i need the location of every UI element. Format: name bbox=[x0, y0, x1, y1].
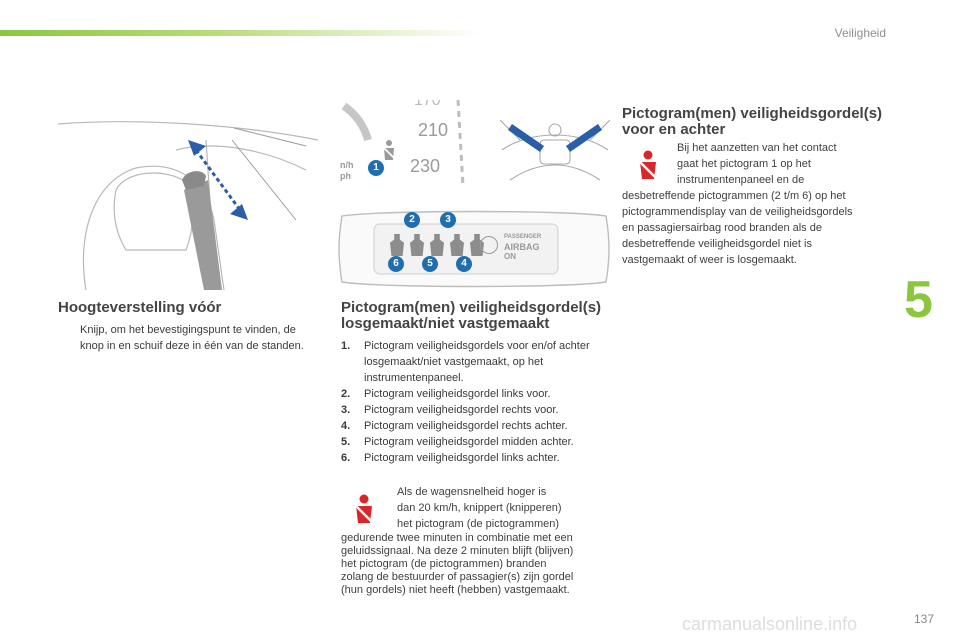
list-text: Pictogram veiligheidsgordels voor en/of … bbox=[364, 340, 590, 384]
callout-badge: 6 bbox=[388, 256, 404, 272]
list-number: 2. bbox=[341, 388, 351, 400]
text-line: en passagiersairbag rood branden als de bbox=[622, 222, 822, 234]
list-item: 1. Pictogram veiligheidsgordels voor en/o… bbox=[341, 338, 611, 386]
bullet-text: Knijp, om het bevestigingspunt te vinden… bbox=[80, 324, 304, 352]
seatbelt-indicator-panel: PASSENGER AIRBAG ON 2 3 6 5 4 bbox=[338, 210, 610, 288]
heading-line: losgemaakt/niet vastgemaakt bbox=[341, 315, 550, 332]
airbag-label-passenger: PASSENGER bbox=[504, 234, 542, 240]
callout-badge: 2 bbox=[404, 212, 420, 228]
speed-label-210: 210 bbox=[418, 120, 449, 140]
list-text: Pictogram veiligheidsgordel midden achte… bbox=[364, 436, 574, 448]
seatbelt-icon bbox=[430, 234, 444, 256]
text-line: gaat het pictogram 1 op het bbox=[677, 158, 811, 170]
list-text: Pictogram veiligheidsgordel links voor. bbox=[364, 388, 551, 400]
heading-line: voor en achter bbox=[622, 121, 726, 138]
airbag-label: AIRBAG bbox=[504, 242, 540, 252]
seatbelt-warning-icon bbox=[634, 150, 662, 180]
text-line: dan 20 km/h, knippert (knipperen) bbox=[397, 502, 562, 514]
right-paragraph-indented: Bij het aanzetten van het contact gaat h… bbox=[677, 140, 837, 188]
dashboard-illustration bbox=[500, 110, 610, 190]
heading-line: Pictogram(men) veiligheidsgordel(s) bbox=[622, 105, 883, 122]
callout-badge: 5 bbox=[422, 256, 438, 272]
text-line: gedurende twee minuten in combinatie met… bbox=[341, 532, 573, 544]
list-item: 3. Pictogram veiligheidsgordel rechts voo… bbox=[341, 402, 611, 418]
seatbelt-icon bbox=[382, 140, 396, 162]
text-line: pictogrammendisplay van de veiligheidsgo… bbox=[622, 206, 853, 218]
heading-line: Pictogram(men) veiligheidsgordel(s) bbox=[341, 299, 602, 316]
speed-label-top: 170 bbox=[414, 100, 441, 109]
section-title: Veiligheid bbox=[834, 26, 886, 40]
list-text: Pictogram veiligheidsgordel rechts voor. bbox=[364, 404, 559, 416]
callout-badge: 1 bbox=[368, 160, 384, 176]
airbag-off-icon bbox=[480, 236, 498, 254]
warning-lines: Als de wagensnelheid hoger is dan 20 km/… bbox=[397, 484, 561, 532]
seatbelt-warning-icon bbox=[350, 494, 378, 524]
list-item: 6. Pictogram veiligheidsgordel links acht… bbox=[341, 450, 611, 466]
list-item: 2. Pictogram veiligheidsgordel links voor… bbox=[341, 386, 611, 402]
seatbelt-icon bbox=[450, 234, 464, 256]
list-number: 3. bbox=[341, 404, 351, 416]
page-number: 137 bbox=[914, 612, 935, 626]
callout-badge: 4 bbox=[456, 256, 472, 272]
pictogram-list: 1. Pictogram veiligheidsgordels voor en/o… bbox=[341, 338, 611, 466]
list-text: Pictogram veiligheidsgordel links achter… bbox=[364, 452, 560, 464]
chapter-number: 5 bbox=[904, 271, 933, 329]
list-number: 6. bbox=[341, 452, 351, 464]
text-line: Als de wagensnelheid hoger is bbox=[397, 486, 547, 498]
right-paragraph: desbetreffende pictogrammen (2 t/m 6) op… bbox=[622, 188, 853, 268]
text-line: desbetreffende pictogrammen (2 t/m 6) op… bbox=[622, 190, 846, 202]
text-line: geluidssignaal. Na deze 2 minuten blijft… bbox=[341, 545, 574, 557]
warning-paragraph: gedurende twee minuten in combinatie met… bbox=[341, 532, 573, 597]
list-number: 4. bbox=[341, 420, 351, 432]
seatbelt-icon bbox=[410, 234, 424, 256]
seatbelt-icons-row bbox=[390, 234, 490, 258]
speed-unit-mph: ph bbox=[340, 171, 351, 181]
text-line: vastgemaakt of weer is losgemaakt. bbox=[622, 254, 797, 266]
section-heading: Pictogram(men) veiligheidsgordel(s) voor… bbox=[622, 106, 882, 138]
bullet-item: Knijp, om het bevestigingspunt te vinden… bbox=[58, 322, 308, 354]
section-heading: Hoogteverstelling vóór bbox=[58, 299, 222, 316]
list-item: 5. Pictogram veiligheidsgordel midden ach… bbox=[341, 434, 611, 450]
text-line: Bij het aanzetten van het contact bbox=[677, 142, 837, 154]
callout-badge: 3 bbox=[440, 212, 456, 228]
header-accent-bar bbox=[0, 30, 480, 36]
speed-label-230: 230 bbox=[410, 156, 441, 176]
seatbelt-height-illustration bbox=[56, 110, 322, 290]
text-line: desbetreffende veiligheidsgordel niet is bbox=[622, 238, 812, 250]
instrument-cluster-illustration: 170 210 230 n/h ph 1 bbox=[338, 100, 480, 192]
list-number: 5. bbox=[341, 436, 351, 448]
text-line: zolang de bestuurder of passagier(s) zij… bbox=[341, 571, 574, 583]
list-text: Pictogram veiligheidsgordel rechts achte… bbox=[364, 420, 568, 432]
text-line: het pictogram (de pictogrammen) branden bbox=[341, 558, 547, 570]
page-footer: carmanualsonline.info 137 bbox=[0, 604, 960, 640]
watermark: carmanualsonline.info bbox=[682, 614, 858, 634]
text-line: het pictogram (de pictogrammen) bbox=[397, 518, 560, 530]
airbag-label-on: ON bbox=[504, 252, 516, 261]
speed-unit-kmh: n/h bbox=[340, 160, 354, 170]
airbag-status: PASSENGER AIRBAG ON bbox=[504, 232, 541, 262]
text-line: (hun gordels) niet heeft (hebben) vastge… bbox=[341, 584, 570, 596]
section-heading: Pictogram(men) veiligheidsgordel(s) losg… bbox=[341, 300, 601, 332]
seatbelt-icon bbox=[390, 234, 404, 256]
text-line: instrumentenpaneel en de bbox=[677, 174, 805, 186]
list-number: 1. bbox=[341, 340, 351, 352]
list-item: 4. Pictogram veiligheidsgordel rechts ach… bbox=[341, 418, 611, 434]
